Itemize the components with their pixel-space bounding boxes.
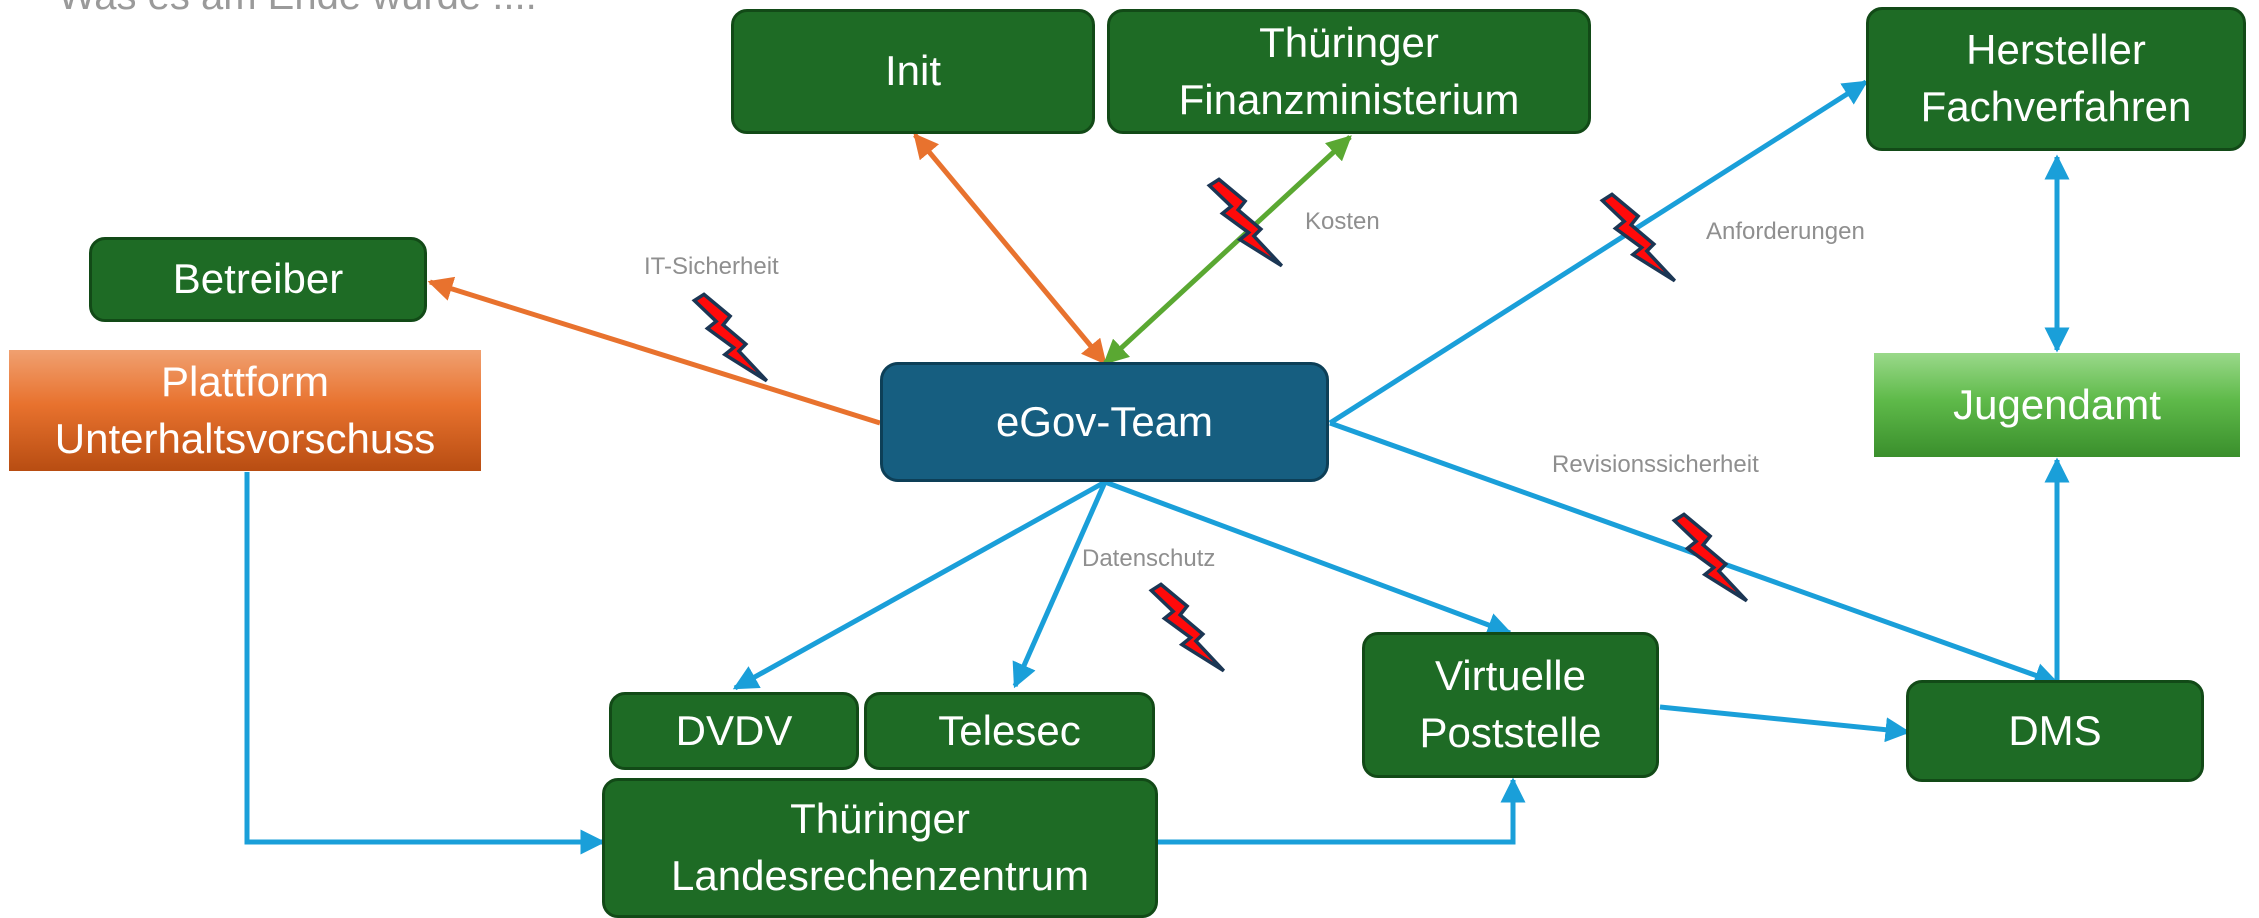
node-landesrechenzentrum-label: Thüringer Landesrechenzentrum [671,795,1089,899]
node-finanzministerium: Thüringer Finanzministerium [1107,9,1591,134]
node-telesec-label: Telesec [938,706,1081,754]
arrow-landesrechenzentrum-poststelle [1158,777,1526,845]
node-virtuelle-poststelle: Virtuelle Poststelle [1362,632,1659,778]
node-dvdv-label: DVDV [675,706,793,754]
arrow-init-egov [913,133,1107,365]
node-betreiber: Betreiber [89,237,427,322]
arrow-egov-poststelle [1104,479,1513,637]
node-plattform: Plattform Unterhaltsvorschuss [9,350,481,471]
node-finanzministerium-label: Thüringer Finanzministerium [1178,18,1520,123]
slide-title: Was es am Ende würde .... [58,0,537,19]
edge-label-datenschutz: Datenschutz [1082,545,1216,572]
arrow-egov-hersteller [1328,79,1869,426]
edge-label-anforderungen: Anforderungen [1706,218,1865,245]
node-init-label: Init [884,47,942,95]
node-jugendamt: Jugendamt [1874,353,2240,457]
node-hersteller: Hersteller Fachverfahren [1866,7,2246,151]
arrow-egov-dvdv [732,479,1107,691]
lightning-bolt-icon [1149,582,1226,673]
edge-label-it-sicherheit: IT-Sicherheit [644,253,779,280]
node-init: Init [731,9,1095,134]
node-egov-team: eGov-Team [880,362,1329,482]
node-landesrechenzentrum: Thüringer Landesrechenzentrum [602,778,1158,918]
arrow-egov-telesec [1012,480,1108,689]
node-dvdv: DVDV [609,692,859,770]
arrow-poststelle-dms [1659,704,1911,743]
node-dms: DMS [1906,680,2204,782]
node-hersteller-label: Hersteller Fachverfahren [1920,26,2192,130]
node-plattform-label: Plattform Unterhaltsvorschuss [54,357,436,462]
node-telesec: Telesec [864,692,1155,770]
node-virtuelle-poststelle-label: Virtuelle Poststelle [1419,652,1602,756]
arrow-plattform-landesrechenzentrum [244,472,606,855]
arrow-finanzministerium-egov [1103,135,1352,365]
edge-label-revisionssicherheit: Revisionssicherheit [1552,451,1759,478]
edge-label-kosten: Kosten [1305,208,1380,235]
node-jugendamt-label: Jugendamt [1953,380,2161,428]
node-betreiber-label: Betreiber [172,255,344,303]
node-dms-label: DMS [2008,706,2102,754]
lightning-bolt-icon [1672,512,1749,603]
lightning-bolt-icon [1207,177,1284,268]
arrow-egov-betreiber [427,276,881,426]
node-egov-team-label: eGov-Team [995,397,1214,445]
lightning-bolt-icon [1600,192,1677,283]
